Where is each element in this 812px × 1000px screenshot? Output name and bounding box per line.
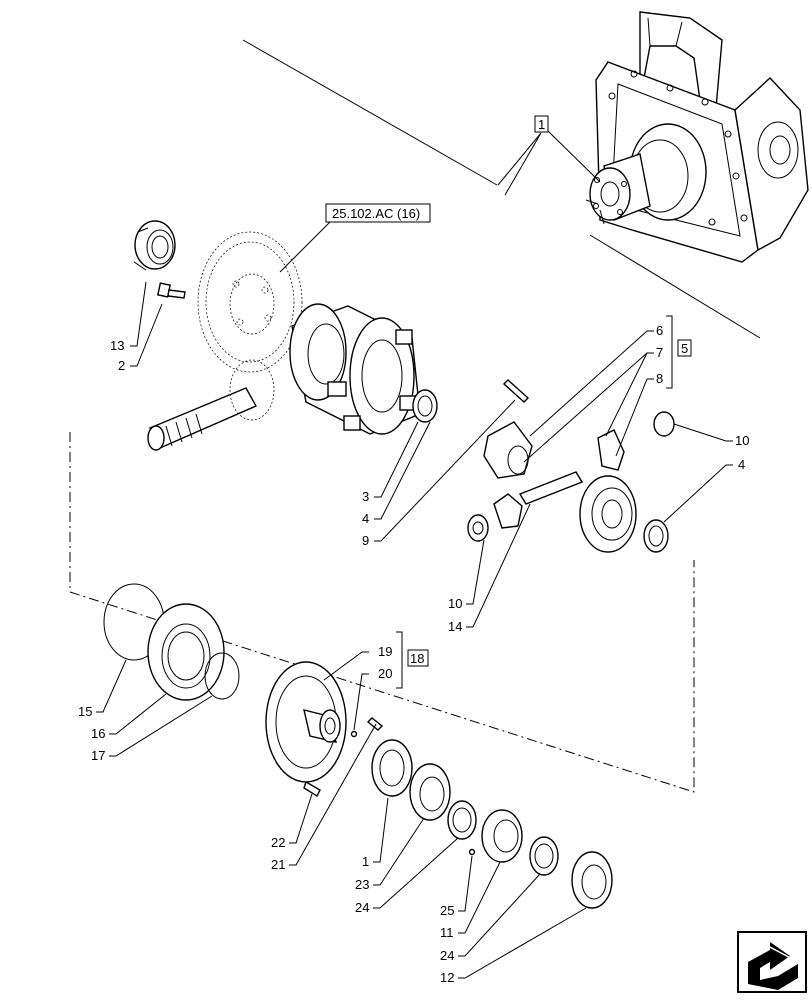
callout-1: 1 (362, 854, 369, 869)
pinion-gear-large-drawing (483, 421, 533, 479)
callout-12: 12 (440, 970, 454, 985)
callout-25: 25 (440, 903, 454, 918)
callout-22: 22 (271, 835, 285, 850)
cover-group-bracket (396, 631, 403, 689)
assembly-label-box (534, 115, 549, 133)
pinion-gear-small-drawing (597, 429, 625, 471)
callout-leaders (96, 281, 733, 979)
cover-bolt-drawing (303, 780, 321, 797)
dowel-pin-drawing (350, 730, 358, 738)
washer-right-drawing (653, 411, 675, 437)
callout-10-right: 10 (735, 433, 749, 448)
callout-15: 15 (78, 704, 92, 719)
steel-ball-drawing (468, 848, 476, 856)
callout-9: 9 (362, 533, 369, 548)
reference-label: 25.102.AC (16) (332, 206, 420, 221)
callout-17: 17 (91, 748, 105, 763)
seal-ring-upper-drawing (447, 800, 477, 840)
crown-wheel-drawing (197, 231, 303, 373)
differential-carrier-drawing (289, 303, 421, 435)
callout-8: 8 (656, 371, 663, 386)
callout-20: 20 (378, 666, 392, 681)
pin-drawing (502, 379, 530, 403)
next-page-arrow-icon[interactable] (737, 931, 807, 993)
friction-plate-drawing (571, 851, 613, 909)
callout-7: 7 (656, 345, 663, 360)
washer-left-drawing (467, 514, 489, 542)
o-ring-small-drawing (204, 652, 240, 700)
callout-6: 6 (656, 323, 663, 338)
pinion-group-bracket (666, 315, 673, 389)
side-gear-drawing (579, 475, 637, 553)
callout-4-right: 4 (738, 457, 745, 472)
cover-group-label: 18 (410, 651, 424, 666)
transmission-housing-drawing (585, 11, 809, 263)
callout-2: 2 (118, 358, 125, 373)
callout-13: 13 (110, 338, 124, 353)
callout-16: 16 (91, 726, 105, 741)
ring-right-drawing (643, 519, 669, 553)
cover-group-box (407, 649, 429, 667)
callout-24-lower: 24 (440, 948, 454, 963)
assembly-separator-line (242, 39, 761, 339)
seal-ring-lower-drawing (529, 836, 559, 876)
seal-plate-drawing (147, 603, 225, 701)
callout-11: 11 (440, 925, 454, 940)
tapered-bearing-drawing (371, 739, 413, 797)
pinion-group-box (677, 339, 692, 357)
assembly-leader (497, 130, 601, 196)
bearing-hub-drawing (481, 809, 523, 863)
pinion-bearing-drawing (133, 220, 176, 271)
carrier-cover-drawing (265, 661, 347, 783)
cross-shaft-drawing (518, 471, 584, 505)
bolt-drawing (157, 282, 186, 299)
assembly-label: 1 (538, 117, 545, 132)
callout-21: 21 (271, 857, 285, 872)
callout-14: 14 (448, 619, 462, 634)
reference-label-box (325, 203, 431, 223)
callout-23: 23 (355, 877, 369, 892)
thrust-washer-drawing (412, 389, 438, 423)
reference-leader (279, 221, 331, 273)
pinion-group-label: 5 (681, 341, 688, 356)
callout-19: 19 (378, 644, 392, 659)
pinion-shaft-drawing (147, 359, 275, 451)
callout-24-upper: 24 (355, 900, 369, 915)
subassembly-boundary (69, 432, 695, 793)
callout-3: 3 (362, 489, 369, 504)
pinion-gear-lower-drawing (493, 493, 523, 529)
callout-4-left: 4 (362, 511, 369, 526)
callout-10-left: 10 (448, 596, 462, 611)
